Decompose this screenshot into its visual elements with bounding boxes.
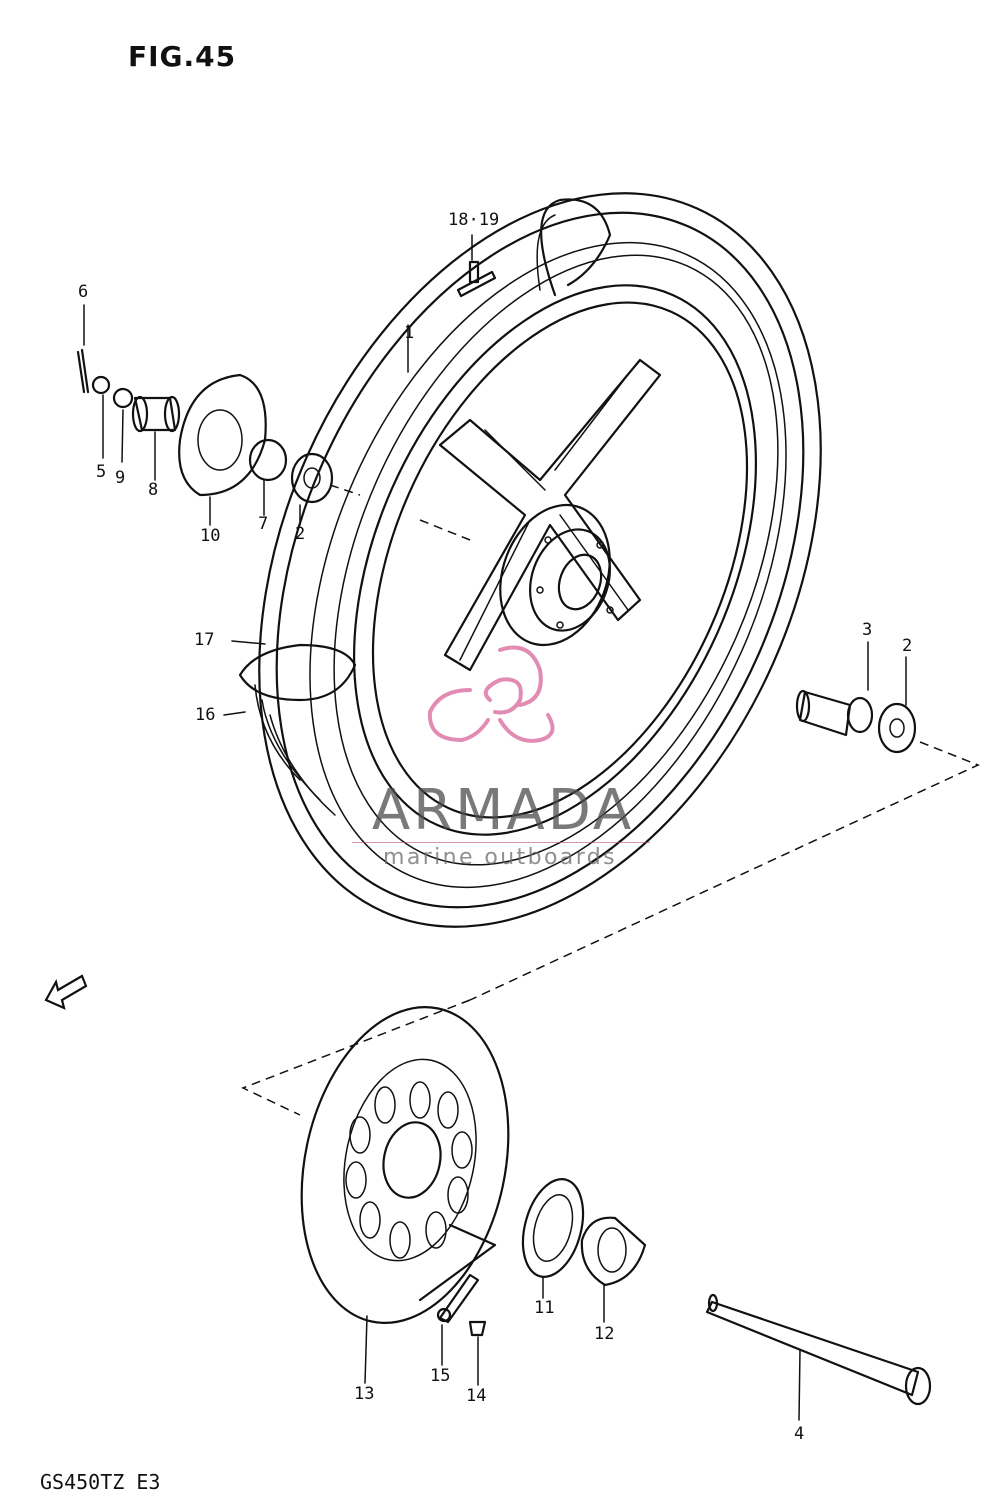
callout-5: 5	[96, 462, 107, 482]
callout-13: 13	[354, 1384, 375, 1404]
callout-18-19: 18·19	[448, 210, 500, 230]
cotter-pin	[80, 348, 90, 394]
callout-16: 16	[195, 705, 216, 725]
callout-10: 10	[200, 526, 221, 546]
bearing-right	[877, 702, 917, 754]
oil-seal	[248, 438, 288, 482]
callout-9: 9	[115, 468, 126, 488]
disc-bolt	[468, 1320, 487, 1337]
rim-and-spokes	[353, 284, 757, 836]
callout-15: 15	[430, 1366, 451, 1386]
spacer-right	[798, 690, 852, 737]
callout-11: 11	[534, 1298, 555, 1318]
front-direction-arrow-icon	[44, 974, 88, 1010]
washer	[112, 387, 134, 409]
watermark-tagline: marine outboards	[383, 845, 617, 870]
bearing-left	[290, 452, 334, 504]
speedometer-gearbox	[178, 373, 267, 497]
callout-17: 17	[194, 630, 215, 650]
model-code: GS450TZ E3	[40, 1470, 161, 1494]
spacer-collar	[133, 396, 177, 432]
callout-6: 6	[78, 282, 89, 302]
callout-14: 14	[466, 1386, 487, 1406]
right-axle-parts	[795, 689, 917, 754]
callout-4: 4	[794, 1424, 805, 1444]
tire-valve	[456, 260, 497, 298]
alignment-lines	[241, 519, 980, 1116]
watermark-brand: ARMADA	[371, 778, 635, 843]
axle-nut	[91, 375, 111, 395]
callout-2-left: 2	[295, 524, 306, 544]
gear-retainer	[580, 1216, 647, 1287]
hub-plate	[521, 1178, 585, 1278]
wheel-hub	[499, 503, 614, 647]
brake-disc	[300, 1006, 510, 1324]
oil-seal-right	[846, 696, 874, 734]
watermark-divider	[352, 842, 650, 843]
front-axle	[705, 1300, 920, 1397]
lower-parts	[436, 1178, 932, 1406]
figure-title: FIG.45	[128, 40, 237, 73]
armada-logo-icon	[427, 645, 555, 743]
callout-8: 8	[148, 480, 159, 500]
callout-12: 12	[594, 1324, 615, 1344]
callout-3: 3	[862, 620, 873, 640]
left-axle-parts	[76, 348, 361, 504]
callout-1: 1	[404, 323, 415, 343]
leader-lines	[83, 234, 907, 1421]
callout-7: 7	[258, 514, 269, 534]
tire	[238, 192, 822, 928]
callout-2-right: 2	[902, 636, 913, 656]
